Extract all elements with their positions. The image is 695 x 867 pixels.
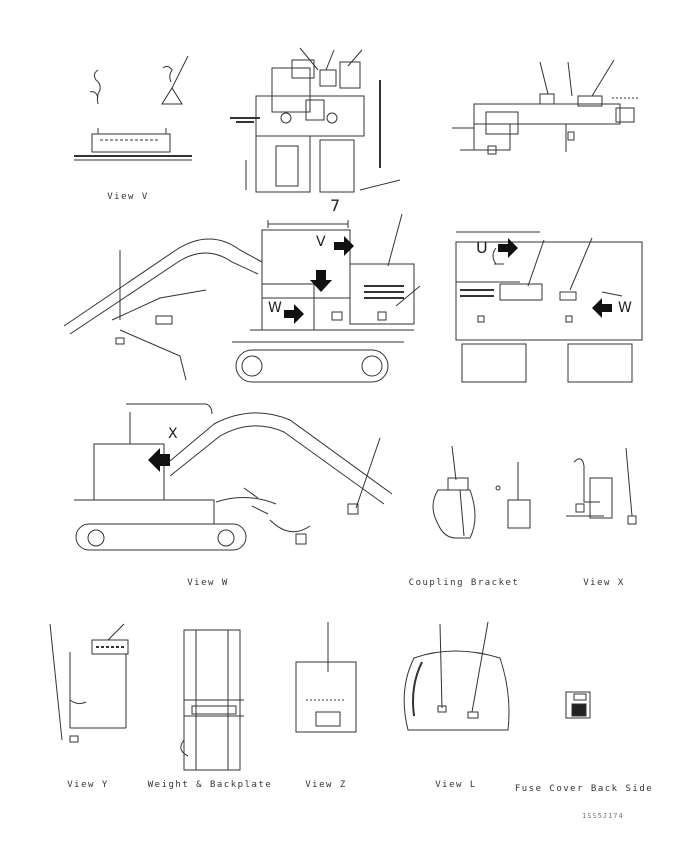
callout-v: V [316,234,326,250]
callout-w: W [268,300,282,316]
top-right-view-drawing [452,60,640,154]
caption-coupling-bracket: Coupling Bracket [408,578,520,588]
top-middle-view-drawing [230,48,400,192]
coupling-bracket-drawing [433,446,530,538]
callout-w-right: W [618,300,632,316]
rear-view-drawing [456,232,642,382]
caption-view-v: View V [107,192,149,202]
callout-seven: 7 [330,196,341,215]
view-w-drawing [74,404,392,550]
callout-x: X [168,426,178,442]
weight-backplate-drawing [181,630,244,770]
view-y-drawing [50,624,128,742]
caption-weight-backplate: Weight & Backplate [147,780,273,790]
caption-view-z: View Z [305,780,347,790]
view-v-drawing [74,56,192,160]
excavator-side-view-drawing [64,214,420,382]
caption-fuse-cover: Fuse Cover Back Side [514,784,654,794]
drawing-code: 1SS5J174 [582,812,624,820]
caption-view-w: View W [187,578,229,588]
caption-view-y: View Y [67,780,109,790]
fuse-cover-drawing [566,692,590,718]
view-x-drawing [566,448,636,524]
caption-view-l: View L [435,780,477,790]
callout-u: U [476,238,488,257]
view-z-drawing [296,622,356,732]
caption-view-x: View X [583,578,625,588]
view-l-drawing [404,622,509,730]
